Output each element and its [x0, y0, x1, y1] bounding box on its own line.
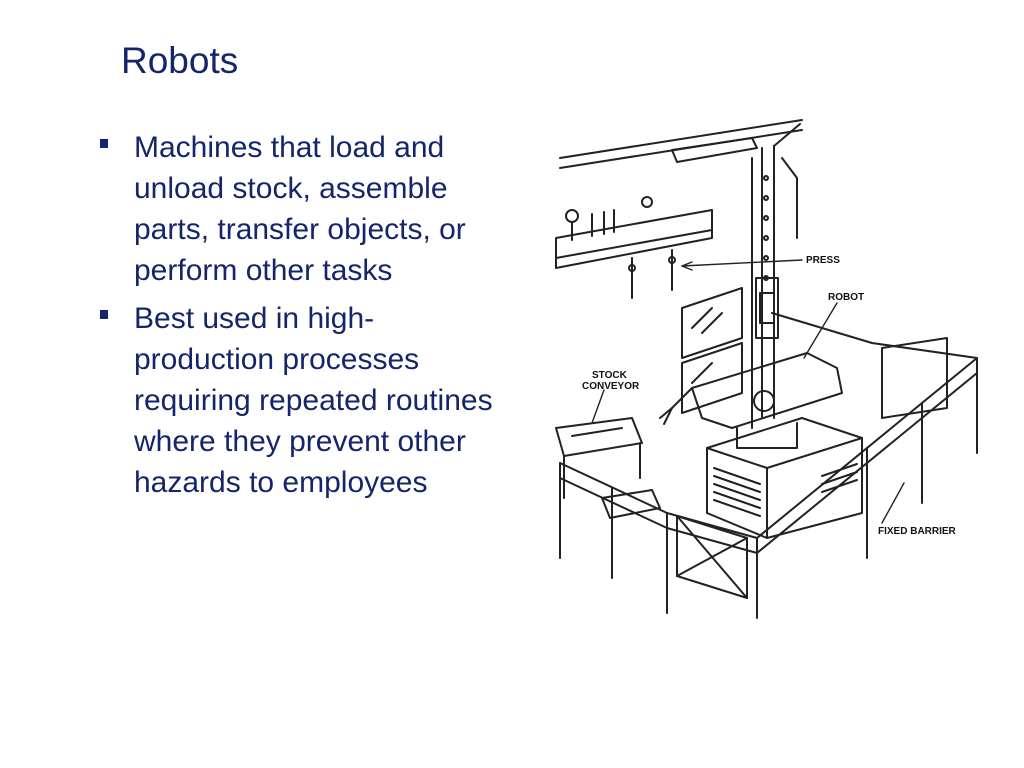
press-frame — [559, 119, 803, 429]
callout-press: PRESS — [806, 255, 840, 266]
robot-workcell-drawing: PRESS ROBOT STOCK CONVEYOR FIXED BARRIER — [555, 119, 978, 619]
robot-workcell-illustration: PRESS ROBOT STOCK CONVEYOR FIXED BARRIER — [552, 118, 988, 620]
tool-shelf — [555, 196, 713, 299]
square-bullet-icon — [100, 139, 108, 148]
slide-title: Robots — [121, 40, 239, 81]
callout-conveyor: CONVEYOR — [582, 381, 640, 392]
bullet-item-machines: Machines that load and unload stock, ass… — [94, 127, 514, 291]
bullet-item-best-used: Best used in high-production processes r… — [94, 298, 514, 503]
bullet-list: Machines that load and unload stock, ass… — [94, 127, 514, 510]
guard-windows — [681, 287, 743, 414]
square-bullet-icon — [100, 310, 108, 319]
callout-fixed-barrier: FIXED BARRIER — [878, 526, 957, 537]
stock-conveyor — [555, 417, 661, 519]
callout-robot: ROBOT — [828, 292, 864, 303]
callout-stock: STOCK — [592, 370, 628, 381]
bullet-text: Best used in high-production processes r… — [134, 302, 493, 499]
bullet-text: Machines that load and unload stock, ass… — [134, 131, 466, 287]
fixed-barrier — [559, 312, 978, 619]
callout-lines — [591, 259, 905, 524]
